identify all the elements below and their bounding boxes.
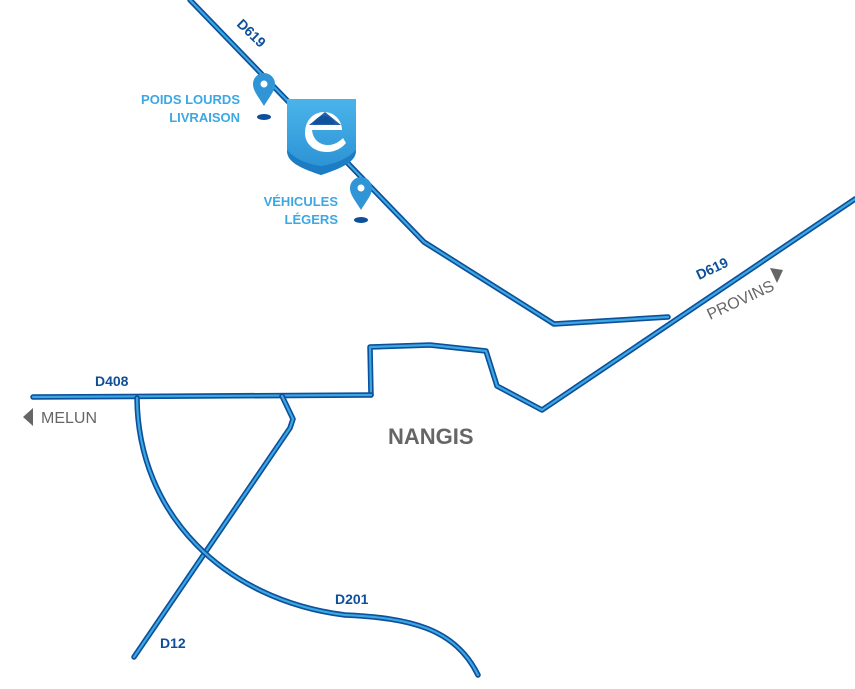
- left-arrow-icon: [23, 408, 33, 426]
- direction-label-provins: PROVINS: [705, 278, 777, 324]
- company-logo: [287, 99, 356, 175]
- road-label-d12: D12: [160, 635, 186, 651]
- direction-melun: MELUN: [23, 408, 97, 427]
- pin-trucks-icon: [253, 73, 275, 120]
- pin-cars-icon: [350, 177, 372, 223]
- poi-cars-line2: LÉGERS: [285, 212, 339, 227]
- road-label-d408: D408: [95, 373, 129, 389]
- road-d619-north: [187, 0, 671, 327]
- poi-cars-line1: VÉHICULES: [264, 194, 339, 209]
- road-label-d619-east: D619: [694, 254, 731, 283]
- town-label: NANGIS: [388, 424, 474, 449]
- poi-trucks-line2: LIVRAISON: [169, 110, 240, 125]
- direction-label-melun: MELUN: [41, 410, 97, 427]
- road-label-d619-north: D619: [234, 16, 269, 51]
- road-d619-east: [367, 196, 855, 413]
- road-d201: [134, 395, 481, 678]
- poi-trucks-line1: POIDS LOURDS: [141, 92, 240, 107]
- right-arrow-icon: [770, 268, 783, 283]
- road-d408: [30, 392, 374, 400]
- road-d12: [131, 393, 296, 660]
- road-label-d201: D201: [335, 591, 369, 607]
